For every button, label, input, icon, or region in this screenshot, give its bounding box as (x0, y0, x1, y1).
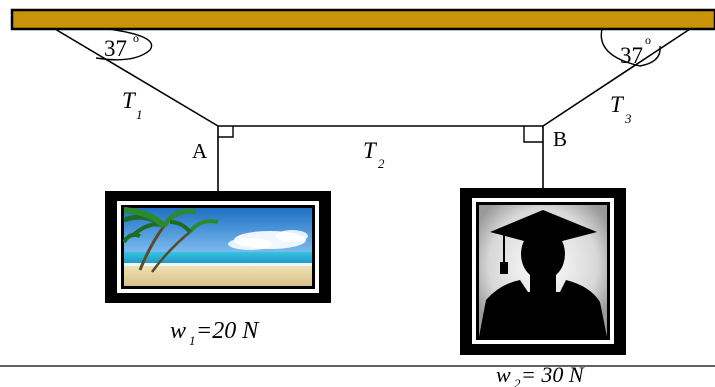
tension-sub-t1: 1 (136, 107, 143, 122)
picture-frame-right (460, 188, 626, 355)
picture-frame-left (105, 191, 331, 303)
weight-label-w1: w (170, 318, 186, 344)
tension-sub-t3: 3 (624, 111, 632, 126)
tension-label-t3: T (610, 92, 625, 117)
angle-arc-left (95, 28, 153, 61)
ceiling-beam (10, 8, 715, 31)
tension-label-t1: T (122, 88, 137, 113)
weight-value-w1: =20 N (196, 318, 260, 344)
graduate-image (479, 205, 607, 337)
point-label-a: A (192, 139, 208, 163)
angle-degree-right: o (645, 33, 651, 47)
angle-arc-right (600, 28, 661, 67)
beach-image (122, 207, 312, 286)
tension-label-t2: T (363, 138, 378, 163)
right-angle-marker-b (523, 126, 543, 143)
weight-value-w2: = 30 N (521, 362, 585, 387)
angle-degree-left: o (133, 31, 139, 45)
angle-label-right: 37 (620, 43, 643, 68)
weight-sub-w1: 1 (189, 333, 196, 348)
rope-t1 (54, 28, 219, 127)
point-label-b: B (553, 127, 567, 151)
right-angle-marker-a (218, 126, 234, 138)
rope-t3 (542, 28, 691, 127)
tension-sub-t2: 2 (378, 156, 385, 171)
weight-label-w2: w (496, 362, 511, 387)
weight-sub-w2: 2 (514, 376, 521, 387)
angle-label-left: 37 (104, 36, 127, 61)
